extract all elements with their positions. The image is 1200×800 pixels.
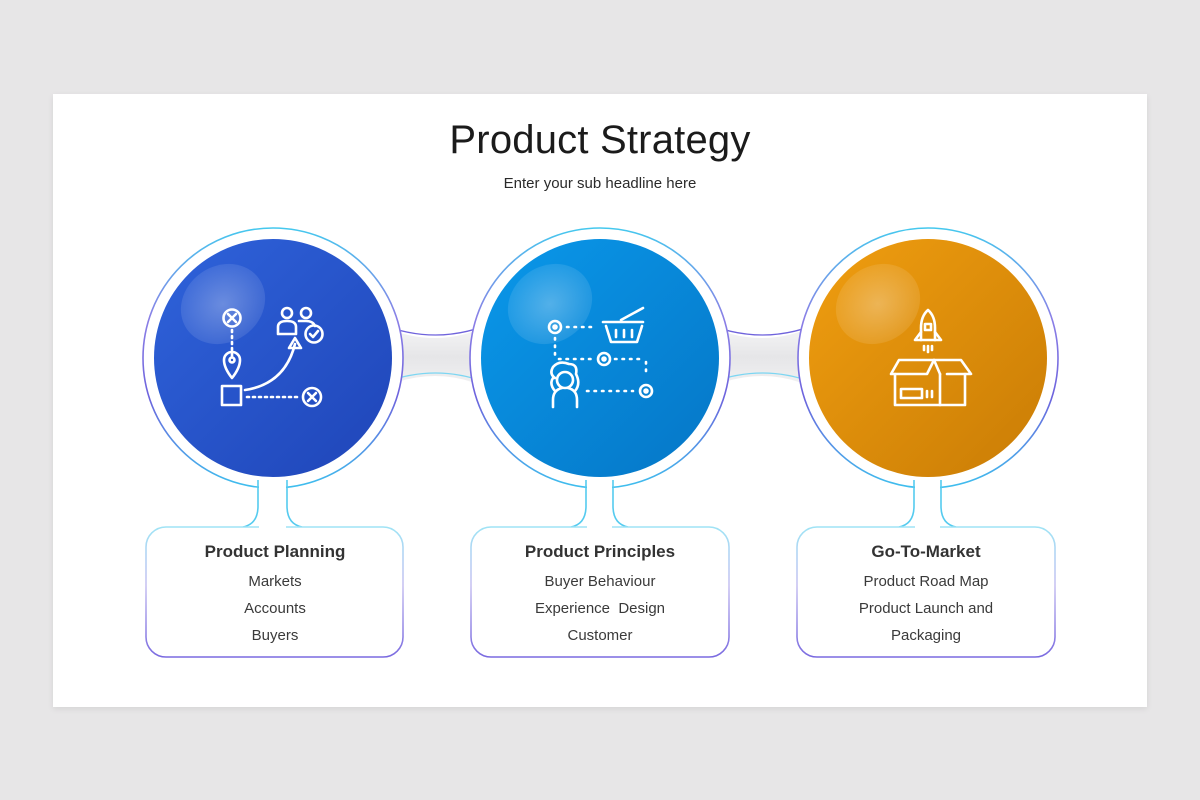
rocket-box-launch-icon [889,308,973,407]
page-subtitle: Enter your sub headline here [503,175,697,192]
card-item: Markets [248,573,302,590]
card-title: Go-To-Market [871,542,981,561]
card-title: Product Principles [524,542,676,561]
card-title: Product Planning [204,542,346,561]
planning-route-icon [220,306,324,408]
step-card-go-to-market: Go-To-Market Product Road Map Product La… [797,527,1055,657]
card-item: Experience Design [534,600,666,617]
step-2-graphic [469,227,731,530]
card-item: Product Road Map [863,573,989,590]
principles-circle [481,239,719,477]
step-card-product-planning: Product Planning Markets Accounts Buyers [146,527,404,657]
step-1-graphic [142,227,404,530]
go-to-market-circle [809,239,1047,477]
slide: Product Strategy Enter your sub headline… [53,94,1147,707]
step-card-product-principles: Product Principles Buyer Behaviour Exper… [471,527,729,657]
step-3-graphic [797,227,1059,530]
planning-circle [154,239,392,477]
card-item: Packaging [890,627,962,644]
card-item: Customer [567,627,633,644]
card-item: Product Launch and [858,600,994,617]
page-title: Product Strategy [449,118,751,162]
buyer-basket-icon [547,306,654,409]
strategy-diagram [142,227,1059,658]
card-item: Buyers [251,627,299,644]
card-item: Accounts [244,600,306,617]
card-item: Buyer Behaviour [544,573,656,590]
